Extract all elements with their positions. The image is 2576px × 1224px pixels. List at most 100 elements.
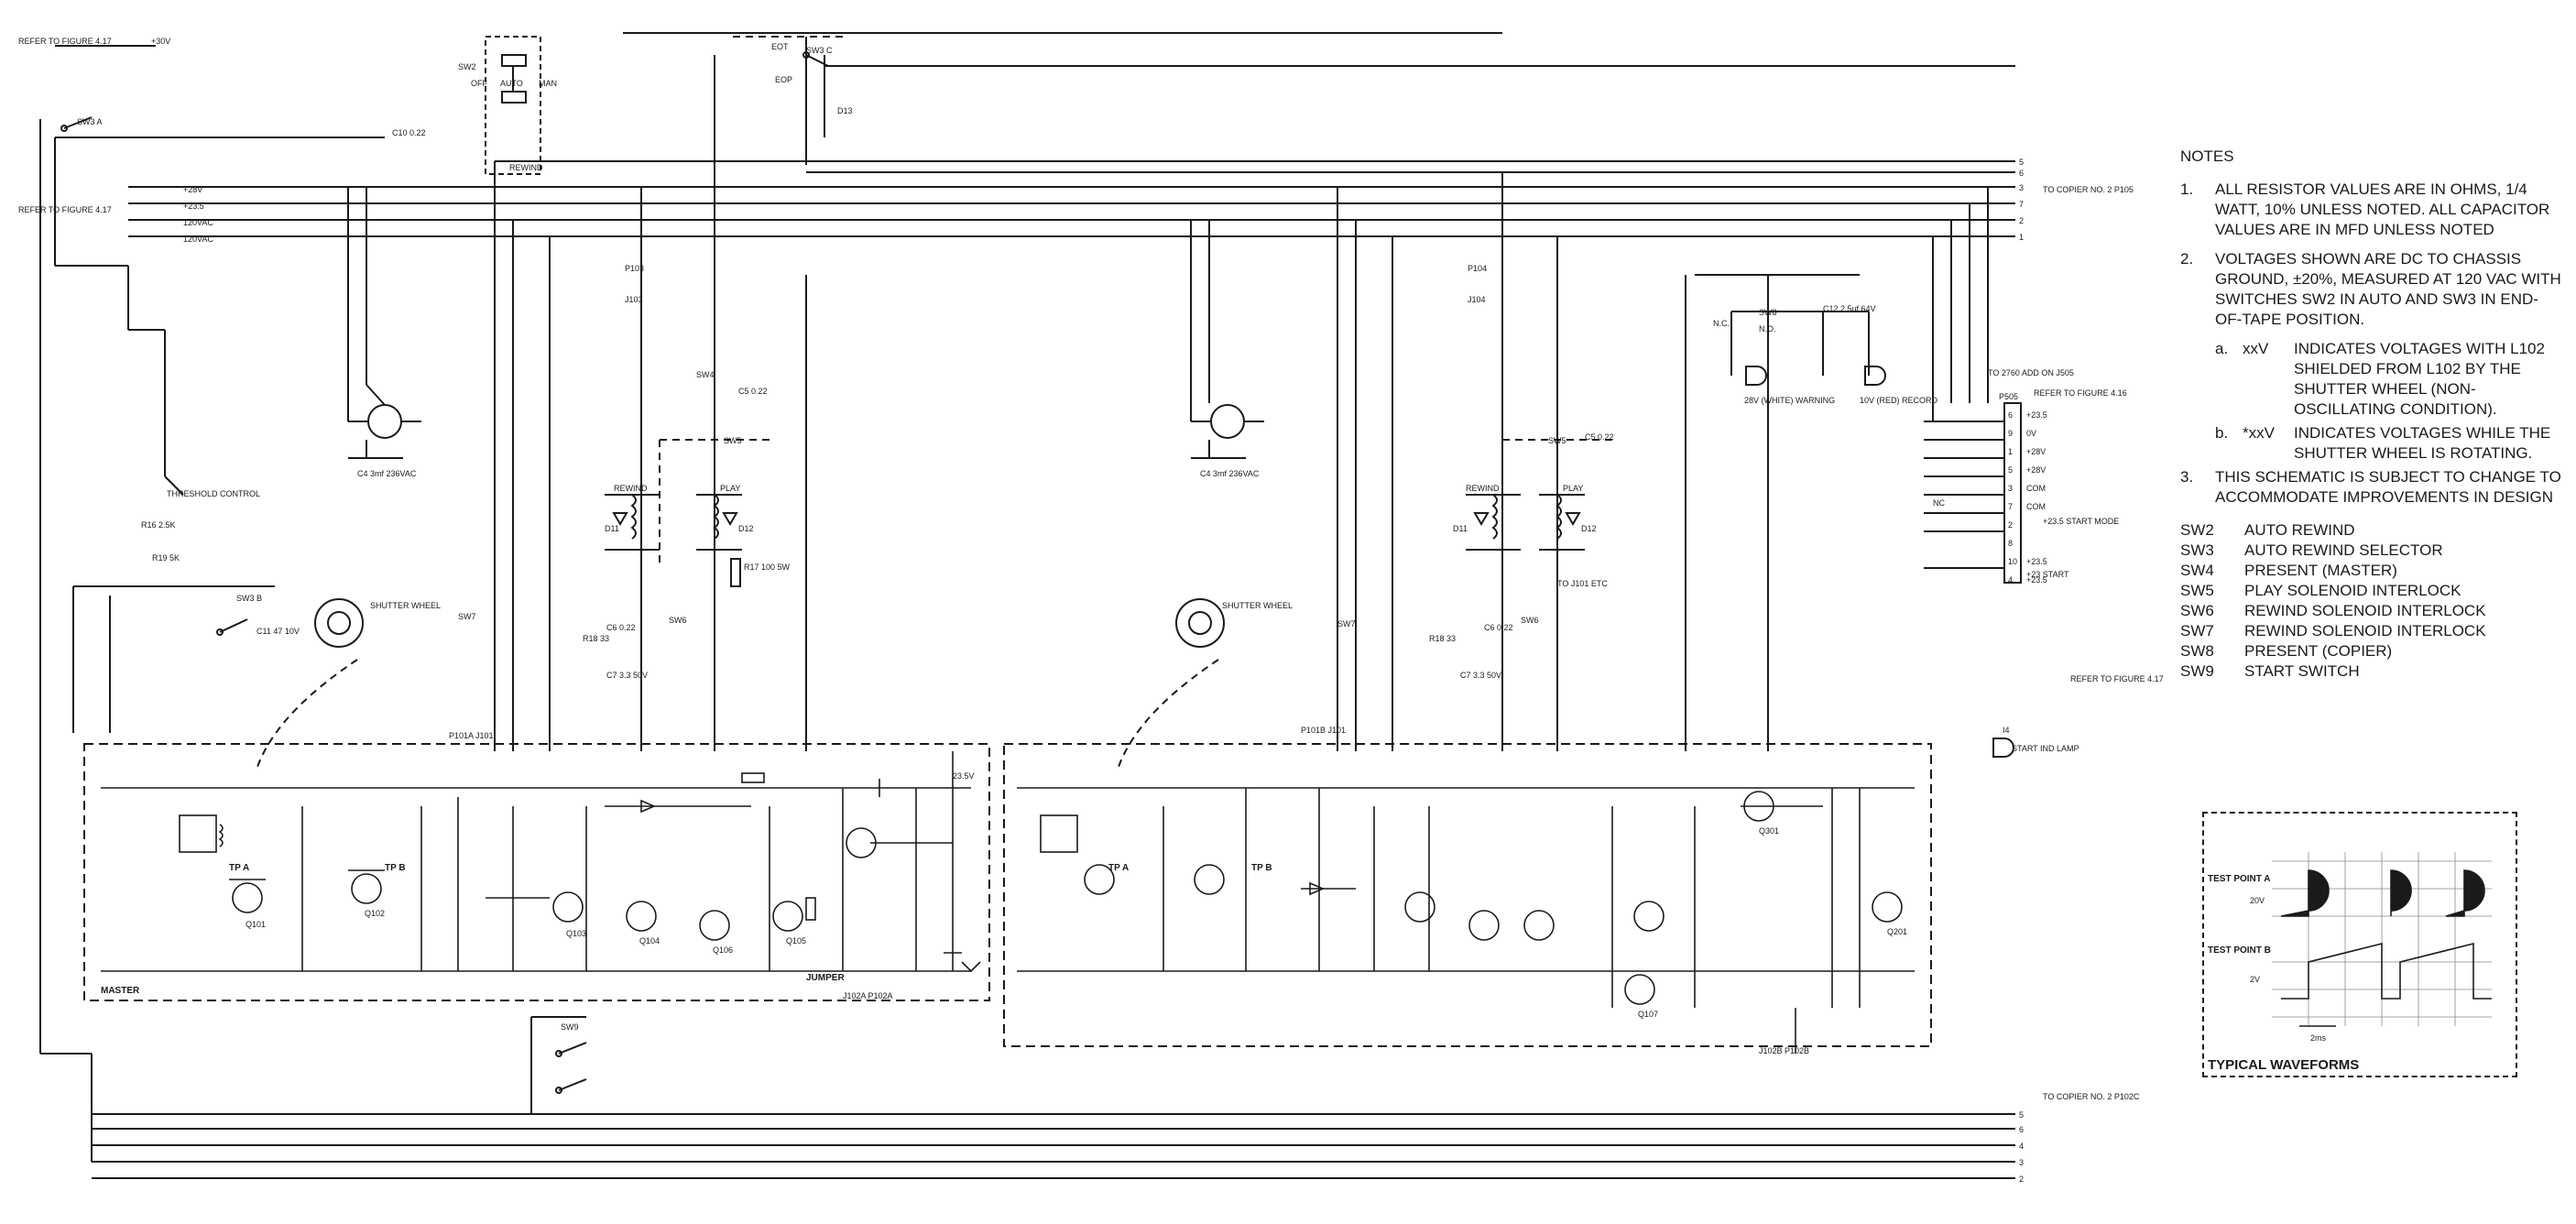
threshold-label: THRESHOLD CONTROL: [167, 489, 260, 498]
sw3b-label: SW3 B: [236, 594, 262, 603]
q104-label: Q104: [639, 936, 660, 945]
subnote-b: b. *xxV INDICATES VOLTAGES WHILE THE SHU…: [2215, 423, 2565, 464]
i5-label: 28V (WHITE) WARNING: [1744, 396, 1835, 405]
refer-fig-416: REFER TO FIGURE 4.16: [2034, 388, 2127, 398]
i4-label: I4: [2003, 726, 2010, 735]
sw2-man: MAN: [539, 79, 557, 88]
subnote-a: a. xxV INDICATES VOLTAGES WITH L102 SHIE…: [2215, 339, 2565, 420]
shutter-wheel-left-label: SHUTTER WHEEL: [370, 601, 441, 610]
tp-b-right: TP B: [1251, 863, 1272, 873]
c11-label: C11 47 10V: [257, 627, 300, 636]
play-label-right: PLAY: [1563, 484, 1583, 493]
legend-name: REWIND SOLENOID INTERLOCK: [2244, 622, 2486, 639]
legend-name: START SWITCH: [2244, 662, 2360, 680]
no-label: N.O.: [1759, 324, 1776, 333]
legend-row: SW5 PLAY SOLENOID INTERLOCK: [2180, 581, 2565, 601]
legend-name: PLAY SOLENOID INTERLOCK: [2244, 582, 2461, 599]
legend-code: SW8: [2180, 642, 2214, 660]
rewind-label-top: REWIND: [509, 163, 543, 172]
p505-val-3: +28V: [2026, 447, 2046, 456]
r17-label: R17 100 5W: [744, 563, 791, 572]
master-board: [83, 743, 990, 1001]
wave-tp-b-label: TEST POINT B: [2208, 945, 2271, 956]
bus-bottom-num-3: 4: [2019, 1142, 2024, 1151]
refer-fig-417-top: REFER TO FIGURE 4.17: [18, 37, 112, 46]
legend-name: PRESENT (COPIER): [2244, 642, 2393, 660]
p505-pin-7: 2: [2008, 520, 2013, 530]
legend-row: SW9 START SWITCH: [2180, 661, 2565, 682]
note-3-text: THIS SCHEMATIC IS SUBJECT TO CHANGE TO A…: [2215, 468, 2561, 506]
sw4-label: SW4: [696, 370, 715, 379]
sw3c-label: SW3 C: [806, 46, 833, 55]
d11-right-label: D11: [1453, 524, 1468, 533]
shutter-wheel-right: [1117, 598, 1225, 770]
legend-code: SW5: [2180, 582, 2214, 599]
q101-label: Q101: [246, 920, 266, 929]
legend-row: SW2 AUTO REWIND: [2180, 520, 2565, 541]
left-wiring: [39, 45, 385, 1162]
legend-code: SW4: [2180, 562, 2214, 579]
motor-right: [1190, 403, 1264, 459]
bus-bottom-num-5: 2: [2019, 1175, 2024, 1184]
subnote-a-sym: xxV: [2243, 340, 2269, 357]
copier-circuit: [1017, 787, 1915, 1054]
p103-label: P103: [625, 264, 644, 273]
p505-pin-5: 3: [2008, 484, 2013, 493]
legend-code: SW3: [2180, 541, 2214, 559]
p104-label: P104: [1468, 264, 1487, 273]
d13-label: D13: [837, 106, 853, 115]
sw2-auto: AUTO: [500, 79, 523, 88]
c10-label: C10 0.22: [392, 128, 426, 137]
legend-code: SW2: [2180, 521, 2214, 539]
subnote-a-num: a.: [2215, 340, 2229, 357]
refer-fig-417-mid: REFER TO FIGURE 4.17: [18, 205, 112, 214]
bus-bottom-num-2: 6: [2019, 1125, 2024, 1134]
to-2760-label: TO 2760 ADD ON J505: [1988, 368, 2074, 377]
p505-val-2: 0V: [2026, 429, 2036, 438]
legend-row: SW8 PRESENT (COPIER): [2180, 641, 2565, 661]
start-ind-label: START IND LAMP: [2012, 744, 2079, 753]
p505-val-6: COM: [2026, 502, 2046, 511]
subnote-b-sym: *xxV: [2243, 424, 2275, 442]
subnote-b-text: INDICATES VOLTAGES WHILE THE SHUTTER WHE…: [2294, 424, 2551, 462]
switch-legend: SW2 AUTO REWIND SW3 AUTO REWIND SELECTOR…: [2180, 520, 2565, 682]
bus-num-1: 5: [2019, 158, 2024, 167]
c5-left-label: C5 0.22: [738, 387, 768, 396]
waveforms-title: TYPICAL WAVEFORMS: [2208, 1057, 2360, 1073]
nc-connector-label: NC: [1933, 498, 1945, 508]
i6-label: 10V (RED) RECORD: [1860, 396, 1938, 405]
p101a-label: P101A J101: [449, 731, 494, 740]
refer-fig-417-right: REFER TO FIGURE 4.17: [2070, 674, 2164, 683]
p505-pin-9: 10: [2008, 557, 2017, 566]
p505-connector: [1924, 187, 2022, 584]
d12-left-label: D12: [738, 524, 754, 533]
sw5-label-right: SW5: [1548, 436, 1566, 445]
top-bus-lines: [128, 32, 2015, 237]
bus-num-4: 7: [2019, 200, 2024, 209]
p505-pin-10: 4: [2008, 575, 2013, 585]
p101b-label: P101B J101: [1301, 726, 1346, 735]
start-mode-label: +23.5 START MODE: [2043, 517, 2119, 526]
eop-label: EOP: [775, 75, 792, 84]
shutter-wheel-right-label: SHUTTER WHEEL: [1222, 601, 1293, 610]
p505-val-12: +23 START: [2026, 570, 2069, 579]
typical-waveforms: [2272, 852, 2492, 1027]
legend-name: REWIND SOLENOID INTERLOCK: [2244, 602, 2486, 619]
tp-a-left: TP A: [229, 863, 249, 873]
solenoids-left: [605, 494, 742, 587]
subnote-b-num: b.: [2215, 424, 2229, 442]
legend-name: PRESENT (MASTER): [2244, 562, 2397, 579]
c6-left-label: C6 0.22: [606, 623, 636, 632]
tp-a-right: TP A: [1108, 863, 1129, 873]
waveforms-frame: [2202, 812, 2517, 1077]
play-label-left: PLAY: [720, 484, 740, 493]
subnote-a-text: INDICATES VOLTAGES WITH L102 SHIELDED FR…: [2294, 340, 2545, 418]
c4-right-label: C4 3mf 236VAC: [1200, 469, 1260, 478]
bus-bottom-num-1: 5: [2019, 1110, 2024, 1120]
c7-left-label: C7 3.3 50V: [606, 671, 648, 680]
to-copier-top: TO COPIER NO. 2 P105: [2043, 185, 2134, 194]
note-3-num: 3.: [2180, 468, 2194, 486]
v235-label: 23.5V: [953, 771, 975, 781]
legend-row: SW3 AUTO REWIND SELECTOR: [2180, 541, 2565, 561]
